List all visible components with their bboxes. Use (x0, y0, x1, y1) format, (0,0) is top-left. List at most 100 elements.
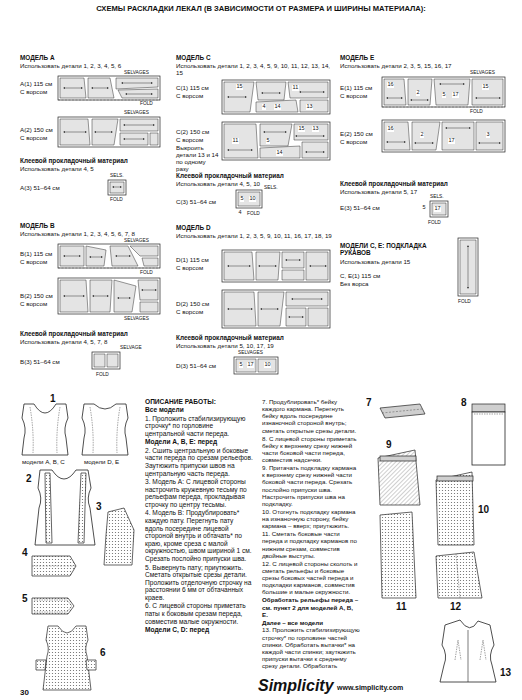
cutting-layout (94, 354, 105, 367)
sewing-figures (35, 470, 95, 545)
cutting-layout (238, 192, 260, 206)
cutting-layout (302, 142, 328, 158)
sewing-figures (86, 660, 96, 670)
step-text: 6. С лицевой стороны приметать паты к бо… (145, 602, 253, 625)
piece-number: 4 (262, 104, 266, 110)
figure-number: 12 (450, 602, 461, 612)
cutting-layout (118, 298, 130, 299)
cutting-layout (124, 139, 144, 140)
cutting-layout (415, 143, 433, 144)
cutting-layout (446, 128, 470, 129)
piece-number: 13 (312, 126, 319, 132)
sewing-figures (45, 473, 52, 543)
figure-number: 2 (26, 474, 32, 484)
sewing-figures (440, 620, 496, 682)
piece-number: 16 (387, 82, 394, 88)
cutting-layout (64, 256, 80, 257)
piece-number: 17 (247, 362, 254, 368)
piece-number: 14 (274, 104, 281, 110)
piece-number: 17 (434, 206, 441, 212)
piece-number: 4 (238, 210, 242, 216)
cutting-layout (260, 146, 300, 158)
cutting-layout (224, 292, 256, 326)
cutting-layout (224, 82, 254, 112)
note-text: A(1) 115 см (20, 80, 60, 87)
note-text: Использовать детали 2, 3, 5, 15, 16, 17 (340, 62, 500, 69)
step-text: 8. С лицевой стороны приметать бейку к в… (262, 435, 360, 464)
piece-number: 10 (249, 196, 256, 202)
piece-number: 11 (232, 138, 239, 144)
note-text: модели D, E (84, 458, 139, 465)
sewing-figures (455, 640, 461, 660)
cutting-layout (116, 78, 158, 89)
note-text: Использовать детали 1, 2, 3, 4, 5, 6 (20, 62, 170, 69)
figure-number: 11 (396, 602, 407, 612)
cutting-layout (256, 82, 286, 100)
note-text: Использовать детали 4, 5, 7, 8 (20, 338, 160, 345)
cutting-layout (412, 122, 440, 150)
sewing-figures (36, 660, 46, 670)
cutting-layout (118, 89, 158, 98)
cutting-layout (142, 258, 158, 266)
cutting-layout (222, 122, 330, 160)
step-text: 4. Модель В: Продублировать* каждую пату… (145, 509, 253, 562)
cutting-layout (387, 98, 402, 99)
piece-number: 5 (442, 92, 446, 98)
note-text: Использовать детали 5, 10, 17, 19 (176, 342, 326, 349)
cutting-layout (108, 180, 126, 195)
sewing-figures (472, 412, 505, 465)
cutting-layout (114, 280, 136, 312)
cutting-layout (430, 201, 448, 217)
cutting-layout (460, 240, 476, 294)
section-heading: МОДЕЛЬ А (20, 54, 100, 61)
sewing-figures (32, 556, 76, 576)
cutting-layout (432, 203, 446, 215)
cutting-layout (58, 76, 505, 374)
step-text: 1. Проложить стабилизирующую строчку* по… (145, 415, 253, 438)
cutting-layout (150, 133, 158, 145)
cutting-layout (458, 238, 478, 296)
step-heading: Обработать рельефы переда – см. пункт 2 … (262, 596, 360, 617)
cutting-layout (382, 77, 505, 107)
cutting-layout (306, 252, 328, 280)
note-text: D(2) 150 см (176, 300, 218, 307)
step-text: 10. Отогнуть подкладку кармана на изнано… (262, 508, 360, 529)
sewing-figures (468, 630, 469, 682)
note-text: C(2) 150 см (176, 128, 218, 135)
cutting-layout (64, 132, 86, 133)
cutting-layout (384, 79, 406, 105)
cutting-layout (222, 250, 330, 282)
note-text: C(3) 51–64 см (176, 198, 234, 205)
cutting-layout (64, 88, 82, 89)
cutting-layout (224, 124, 258, 158)
section-heading: Клеевой прокладочный материал (20, 330, 165, 337)
cutting-layout (408, 79, 432, 105)
sewing-figures (382, 409, 422, 413)
cutting-layout (58, 244, 160, 268)
cutting-layout (60, 246, 84, 266)
fabric-edge-label: SELVAGE (120, 345, 142, 350)
note-text: Выкроить детали 13 и 14 по одному разу (176, 144, 220, 173)
cutting-layout (222, 290, 330, 328)
section-heading: МОДЕЛЬ Е (340, 54, 420, 61)
step-heading: Модели С, D: перед (145, 626, 253, 634)
section-heading: МОДЕЛЬ С (176, 54, 256, 61)
sewing-figures (32, 566, 76, 567)
fabric-edge-label: SELVAGES (470, 70, 495, 75)
cutting-layout (259, 266, 276, 267)
cutting-layout (286, 260, 300, 261)
cutting-layout (256, 100, 298, 112)
note-text: C(1) 115 см (176, 84, 218, 91)
cutting-layout (286, 292, 328, 306)
cutting-layout (236, 359, 256, 372)
note-text: модели А, В, С (22, 458, 77, 465)
fabric-edge-label: FOLD (458, 299, 471, 304)
cutting-layout (300, 100, 328, 112)
cutting-layout (58, 278, 160, 314)
fabric-edge-label: FOLD (247, 211, 260, 216)
cutting-layout (308, 308, 328, 326)
cutting-layout (142, 290, 156, 291)
note-text: С ворсом (20, 258, 60, 265)
cutting-layout (60, 119, 90, 145)
sewing-figures (117, 407, 120, 453)
